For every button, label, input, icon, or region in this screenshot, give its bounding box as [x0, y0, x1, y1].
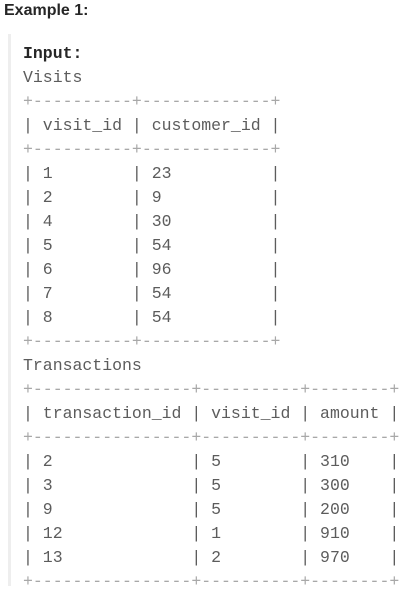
visits-border-bottom: +----------+-------------+ [23, 332, 281, 351]
table-row: | 2 | 9 | [23, 188, 281, 207]
table-name-transactions: Transactions [23, 356, 142, 375]
table-row: | 5 | 54 | [23, 236, 281, 255]
table-row: | 1 | 23 | [23, 164, 281, 183]
example-title: Example 1: [4, 2, 89, 19]
table-row: | 7 | 54 | [23, 284, 281, 303]
table-row: | 8 | 54 | [23, 308, 281, 327]
visits-header-row: | visit_id | customer_id | [23, 116, 281, 135]
table-row: | 12 | 1 | 910 | [23, 524, 400, 543]
table-row: | 4 | 30 | [23, 212, 281, 231]
transactions-header-row: | transaction_id | visit_id | amount | [23, 404, 400, 423]
visits-border-top: +----------+-------------+ [23, 92, 281, 111]
example-block: Input: Visits +----------+-------------+ | … [8, 34, 415, 591]
transactions-border-bottom: +----------------+----------+--------+ [23, 572, 400, 591]
transactions-border-top: +----------------+----------+--------+ [23, 380, 400, 399]
table-row: | 6 | 96 | [23, 260, 281, 279]
visits-border-header: +----------+-------------+ [23, 140, 281, 159]
code-block: Input: Visits +----------+-------------+ | … [23, 42, 399, 594]
table-row: | 13 | 2 | 970 | [23, 548, 400, 567]
table-name-visits: Visits [23, 68, 83, 87]
table-row: | 2 | 5 | 310 | [23, 452, 400, 471]
input-label: Input: [23, 44, 83, 63]
transactions-border-header: +----------------+----------+--------+ [23, 428, 400, 447]
table-row: | 9 | 5 | 200 | [23, 500, 400, 519]
table-row: | 3 | 5 | 300 | [23, 476, 400, 495]
